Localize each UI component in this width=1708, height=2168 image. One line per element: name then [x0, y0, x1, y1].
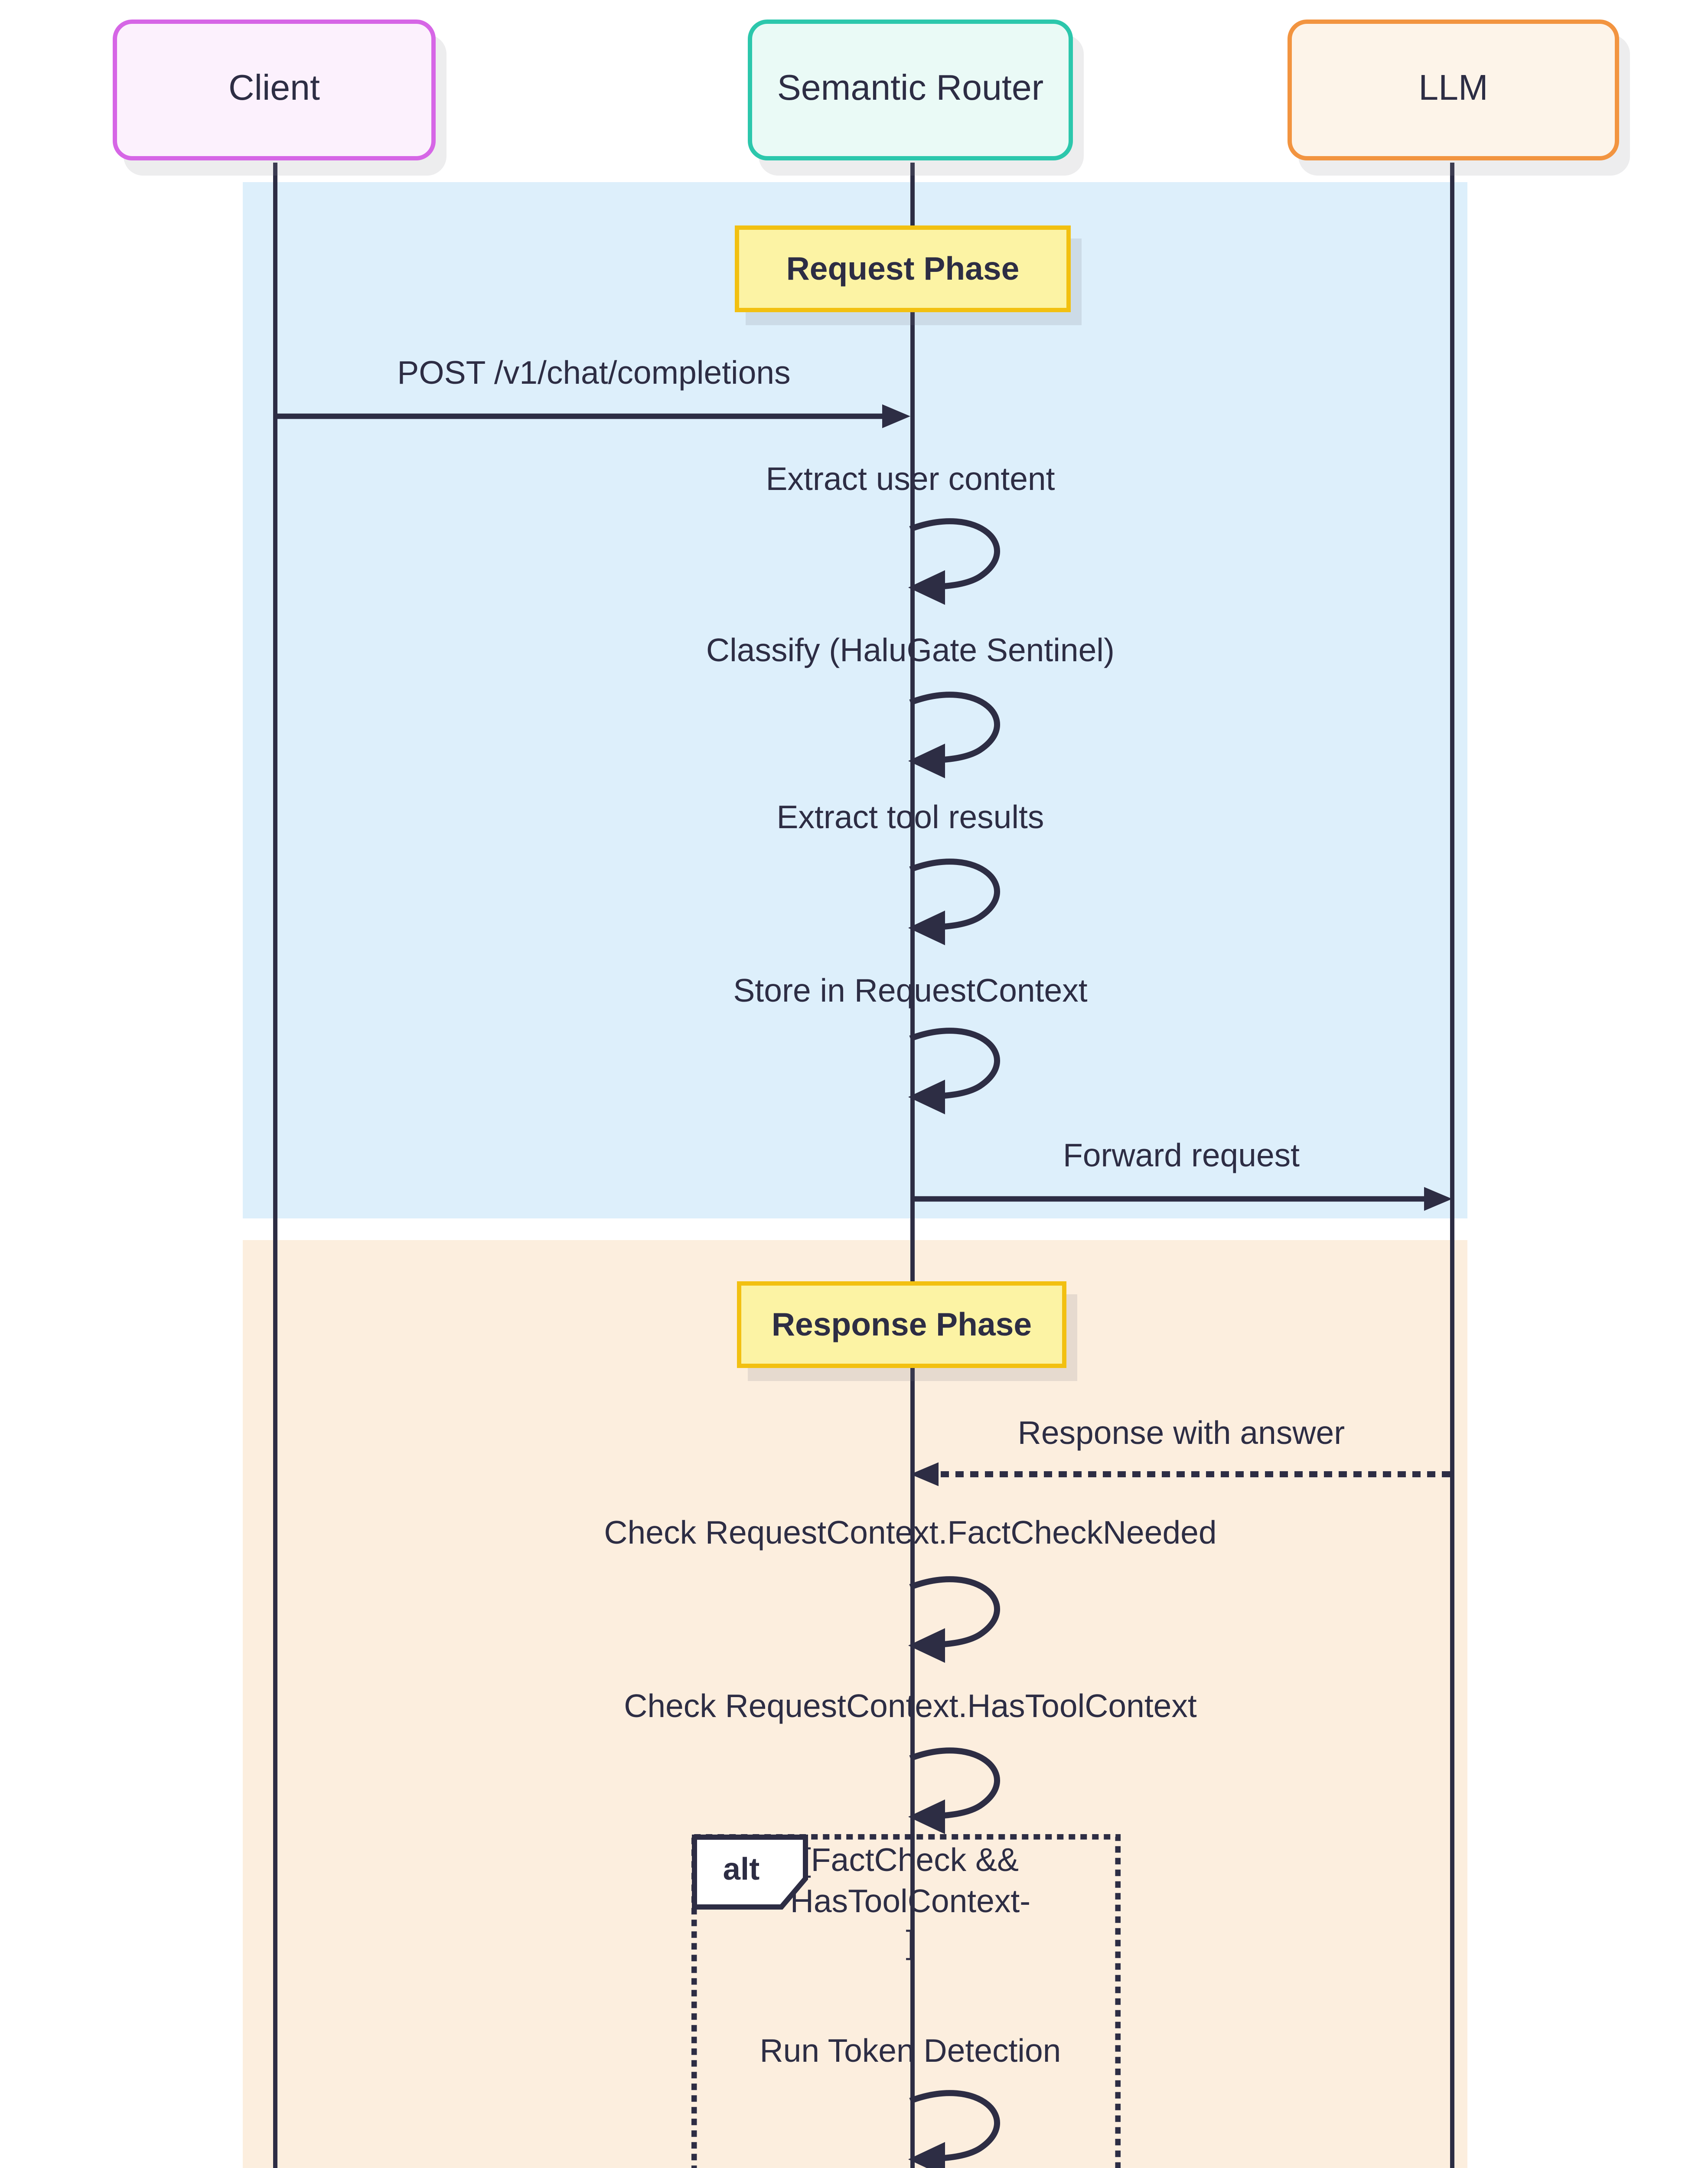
condition-line: [FactCheck && — [802, 1843, 1019, 1880]
solid-arrow-right-icon — [275, 404, 910, 428]
message-label-store-request-context: Store in RequestContext — [733, 973, 1088, 1010]
message-label-post-completions: POST /v1/chat/completions — [397, 356, 791, 392]
alt-label-pentagon-icon — [692, 1835, 808, 1910]
request-phase-note: Request Phase — [735, 225, 1071, 312]
solid-arrow-right-icon — [910, 1187, 1452, 1211]
dashed-arrow-left-icon — [910, 1462, 1452, 1486]
participant-label: Semantic Router — [777, 69, 1044, 108]
self-loop-arrow-icon — [908, 1028, 1000, 1114]
message-label-extract-tool-results: Extract tool results — [776, 800, 1044, 837]
participant-label: LLM — [1418, 69, 1488, 108]
message-label-classify: Classify (HaluGate Sentinel) — [706, 633, 1115, 670]
self-loop-arrow-icon — [908, 2090, 1000, 2168]
response-phase-note: Response Phase — [737, 1281, 1066, 1368]
alt-label: alt — [723, 1852, 760, 1887]
message-label-run-token-detection: Run Token Detection — [759, 2034, 1061, 2070]
message-label-forward-request: Forward request — [1063, 1138, 1300, 1175]
participant-router-top: Semantic Router — [748, 20, 1073, 160]
self-loop-arrow-icon — [908, 1576, 1000, 1663]
participant-client-top: Client — [113, 20, 436, 160]
alt-fragment-frame — [691, 1834, 1121, 2168]
self-loop-arrow-icon — [908, 692, 1000, 778]
alt-condition-1: [FactCheck && HasToolContext- ] — [694, 1841, 1127, 1964]
phase-label: Request Phase — [786, 250, 1020, 287]
client-lifeline — [273, 163, 277, 2168]
message-label-extract-user-content: Extract user content — [766, 462, 1055, 499]
self-loop-arrow-icon — [908, 1747, 1000, 1834]
message-label-check-fact-check-needed: Check RequestContext.FactCheckNeeded — [604, 1515, 1217, 1552]
participant-llm-top: LLM — [1288, 20, 1619, 160]
llm-lifeline — [1450, 163, 1454, 2168]
condition-line: ] — [906, 1925, 915, 1962]
condition-line: HasToolContext- — [790, 1884, 1031, 1921]
response-phase-background — [243, 1240, 1467, 2168]
request-phase-background — [243, 182, 1467, 1218]
phase-label: Response Phase — [771, 1306, 1032, 1343]
participant-label: Client — [228, 69, 320, 108]
message-label-check-has-tool-context: Check RequestContext.HasToolContext — [624, 1689, 1197, 1726]
router-lifeline — [909, 163, 914, 2168]
message-label-response-with-answer: Response with answer — [1017, 1416, 1345, 1453]
self-loop-arrow-icon — [908, 518, 1000, 605]
self-loop-arrow-icon — [908, 859, 1000, 945]
